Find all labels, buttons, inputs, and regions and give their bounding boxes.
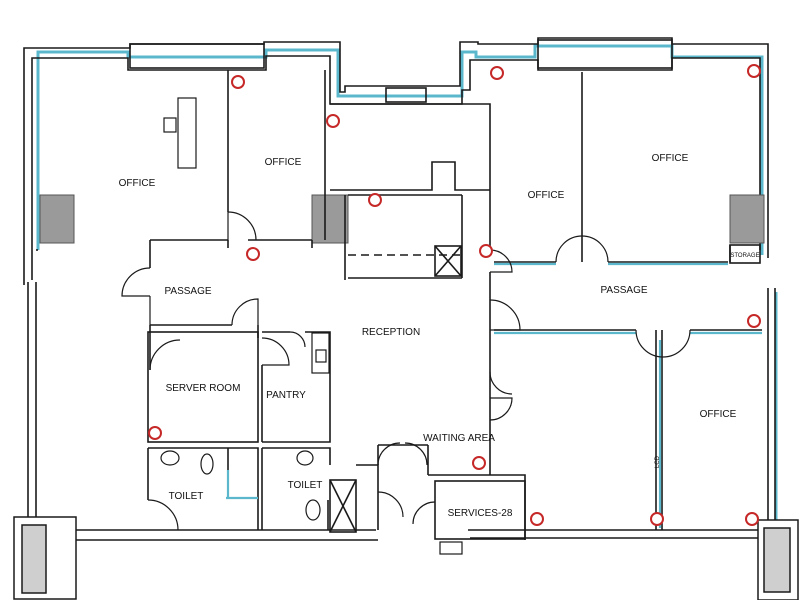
- sprinkler-icon: [472, 456, 486, 470]
- office-se-label: OFFICE: [700, 409, 737, 420]
- pantry-counter: [311, 332, 330, 374]
- toilet-w-label: TOILET: [169, 491, 204, 502]
- sprinklers: [148, 64, 761, 526]
- reception-label: RECEPTION: [362, 327, 420, 338]
- sprinkler-icon: [326, 114, 340, 128]
- pantry-label: PANTRY: [266, 390, 306, 401]
- sprinkler-icon: [479, 244, 493, 258]
- storage-label: STORAGE: [730, 253, 759, 259]
- sprinkler-icon: [650, 512, 664, 526]
- sprinkler-icon: [231, 75, 245, 89]
- sprinkler-icon: [246, 247, 260, 261]
- office-ne-right-label: OFFICE: [652, 153, 689, 164]
- corner-pillars: [13, 516, 799, 600]
- office-nw-label: OFFICE: [119, 178, 156, 189]
- lcd-label: LCD: [655, 455, 661, 468]
- exterior-walls: [23, 37, 776, 541]
- furniture: [160, 97, 463, 555]
- sprinkler-icon: [490, 66, 504, 80]
- toilet-w-wc: [200, 453, 214, 475]
- services-label: SERVICES-28: [448, 508, 513, 519]
- sprinkler-icon: [747, 314, 761, 328]
- toilet-e-label: TOILET: [288, 480, 323, 491]
- toilet-w-basin: [160, 450, 180, 466]
- passage-w-label: PASSAGE: [164, 286, 211, 297]
- sprinkler-icon: [745, 512, 759, 526]
- office-n-label: OFFICE: [265, 157, 302, 168]
- server-room-label: SERVER ROOM: [166, 383, 241, 394]
- interior-walls: [36, 70, 762, 540]
- room-labels: OFFICE OFFICE OFFICE OFFICE OFFICE PASSA…: [119, 153, 760, 519]
- passage-e-label: PASSAGE: [600, 285, 647, 296]
- toilet-e-wc: [305, 499, 321, 521]
- door-swings: [121, 211, 691, 531]
- glass-partitions: [226, 262, 762, 528]
- columns: [39, 194, 765, 244]
- office-chair: [163, 117, 177, 133]
- office-ne-left-label: OFFICE: [528, 190, 565, 201]
- sprinkler-icon: [368, 193, 382, 207]
- sprinkler-icon: [530, 512, 544, 526]
- toilet-e-basin: [296, 450, 314, 466]
- sprinkler-icon: [747, 64, 761, 78]
- sprinkler-icon: [148, 426, 162, 440]
- waiting-area-label: WAITING AREA: [423, 433, 495, 444]
- office-desk: [177, 97, 197, 169]
